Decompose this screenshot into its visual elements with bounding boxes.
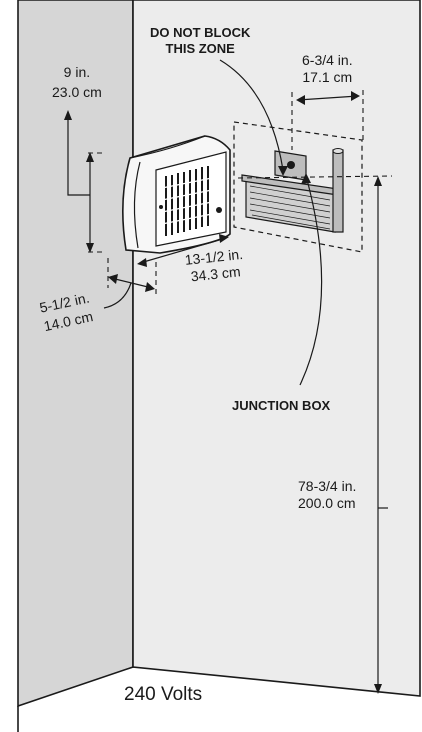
junction-box-label: JUNCTION BOX (232, 398, 331, 413)
clearance-zone-outline (233, 121, 363, 253)
heater-grille-cross (161, 177, 213, 225)
vertical-gap-cm: 23.0 cm (52, 84, 102, 100)
mount-width-cm: 17.1 cm (302, 69, 353, 85)
back-wall (132, 0, 421, 697)
heater-top-edge (129, 135, 206, 159)
bracket-post (332, 149, 344, 233)
heater-knob (216, 207, 222, 213)
height-in: 78-3/4 in. (298, 478, 357, 494)
zone-label-line1: DO NOT BLOCK (150, 25, 251, 40)
zone-label-line2: THIS ZONE (165, 41, 235, 56)
bracket-post-top (332, 148, 344, 154)
heater-front-curve (133, 161, 141, 249)
voltage-label: 240 Volts (124, 684, 203, 705)
mount-width-label: 6-3/4 in. 17.1 cm (302, 52, 353, 86)
heater-grille (165, 166, 209, 236)
vertical-gap-in: 9 in. (63, 64, 91, 80)
height-label: 78-3/4 in. 200.0 cm (298, 478, 356, 512)
mount-width-in: 6-3/4 in. (302, 52, 353, 68)
arrowheads (64, 91, 382, 694)
heater-screw (159, 205, 163, 209)
vertical-gap-label: 9 in. 23.0 cm (52, 64, 102, 101)
unit-width-label: 13-1/2 in. 34.3 cm (184, 246, 246, 286)
zone-label: DO NOT BLOCK THIS ZONE (150, 25, 250, 57)
height-cm: 200.0 cm (298, 495, 356, 511)
dimension-lines (67, 59, 388, 690)
junction-hole (287, 161, 295, 169)
left-wall (17, 0, 134, 708)
